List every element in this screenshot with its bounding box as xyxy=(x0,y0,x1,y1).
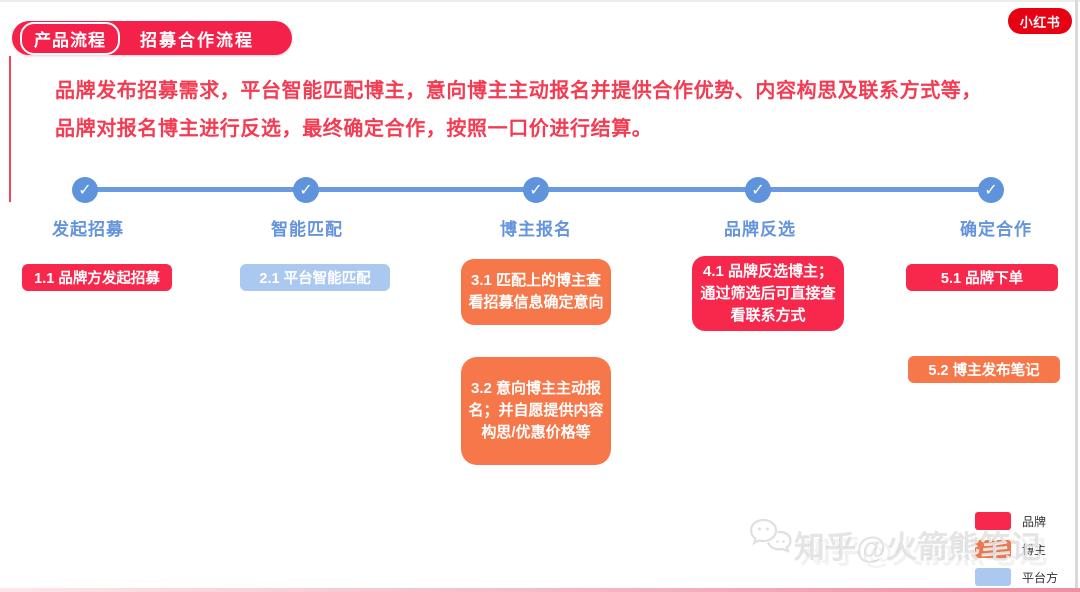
step-label-launch: 发起招募 xyxy=(52,220,124,239)
left-accent-line xyxy=(9,56,11,202)
page-title: 招募合作流程 xyxy=(140,30,254,50)
timeline-node-5: ✓ xyxy=(978,177,1004,203)
header-tag: 产品流程 xyxy=(20,21,120,55)
check-icon: ✓ xyxy=(984,182,998,199)
timeline-node-1: ✓ xyxy=(72,177,98,203)
flow-box-3-2: 3.2 意向博主主动报名；并自愿提供内容构思/优惠价格等 xyxy=(461,357,611,465)
step-label-confirm: 确定合作 xyxy=(960,220,1032,239)
page-border-right xyxy=(1075,0,1078,592)
timeline-node-3: ✓ xyxy=(523,177,549,203)
wechat-icon xyxy=(749,518,792,553)
check-icon: ✓ xyxy=(529,182,543,199)
legend-label-blogger: 博主 xyxy=(1022,542,1047,557)
page-border-top xyxy=(0,0,1080,2)
legend-item-blogger: 博主 xyxy=(975,540,1046,558)
legend-label-brand: 品牌 xyxy=(1022,514,1047,529)
description-line-1: 品牌发布招募需求，平台智能匹配博主，意向博主主动报名并提供合作优势、内容构思及联… xyxy=(55,80,982,102)
legend-swatch-brand xyxy=(975,512,1011,530)
check-icon: ✓ xyxy=(299,182,313,199)
legend-item-platform: 平台方 xyxy=(975,568,1058,586)
check-icon: ✓ xyxy=(751,182,765,199)
legend-label-platform: 平台方 xyxy=(1022,570,1059,585)
flow-box-5-1: 5.1 品牌下单 xyxy=(906,264,1058,291)
legend-swatch-blogger xyxy=(975,540,1011,558)
timeline-node-2: ✓ xyxy=(293,177,319,203)
legend-swatch-platform xyxy=(975,568,1011,586)
flow-box-1-1: 1.1 品牌方发起招募 xyxy=(22,264,172,291)
step-label-reselect: 品牌反选 xyxy=(724,220,796,239)
step-label-signup: 博主报名 xyxy=(500,220,572,239)
header-badge: 产品流程 招募合作流程 xyxy=(12,21,292,55)
timeline-node-4: ✓ xyxy=(745,177,771,203)
description-line-2: 品牌对报名博主进行反选，最终确定合作，按照一口价进行结算。 xyxy=(55,118,653,140)
flow-box-3-1: 3.1 匹配上的博主查看招募信息确定意向 xyxy=(461,259,611,325)
xiaohongshu-logo: 小红书 xyxy=(1008,8,1072,34)
process-description: 品牌发布招募需求，平台智能匹配博主，意向博主主动报名并提供合作优势、内容构思及联… xyxy=(55,72,1045,148)
flow-box-2-1: 2.1 平台智能匹配 xyxy=(240,264,390,291)
check-icon: ✓ xyxy=(78,182,92,199)
flow-box-5-2: 5.2 博主发布笔记 xyxy=(908,356,1060,383)
legend-item-brand: 品牌 xyxy=(975,512,1046,530)
flow-box-4-1: 4.1 品牌反选博主；通过筛选后可直接查看联系方式 xyxy=(692,256,844,331)
page-border-bottom xyxy=(0,588,1080,592)
step-label-match: 智能匹配 xyxy=(271,220,343,239)
